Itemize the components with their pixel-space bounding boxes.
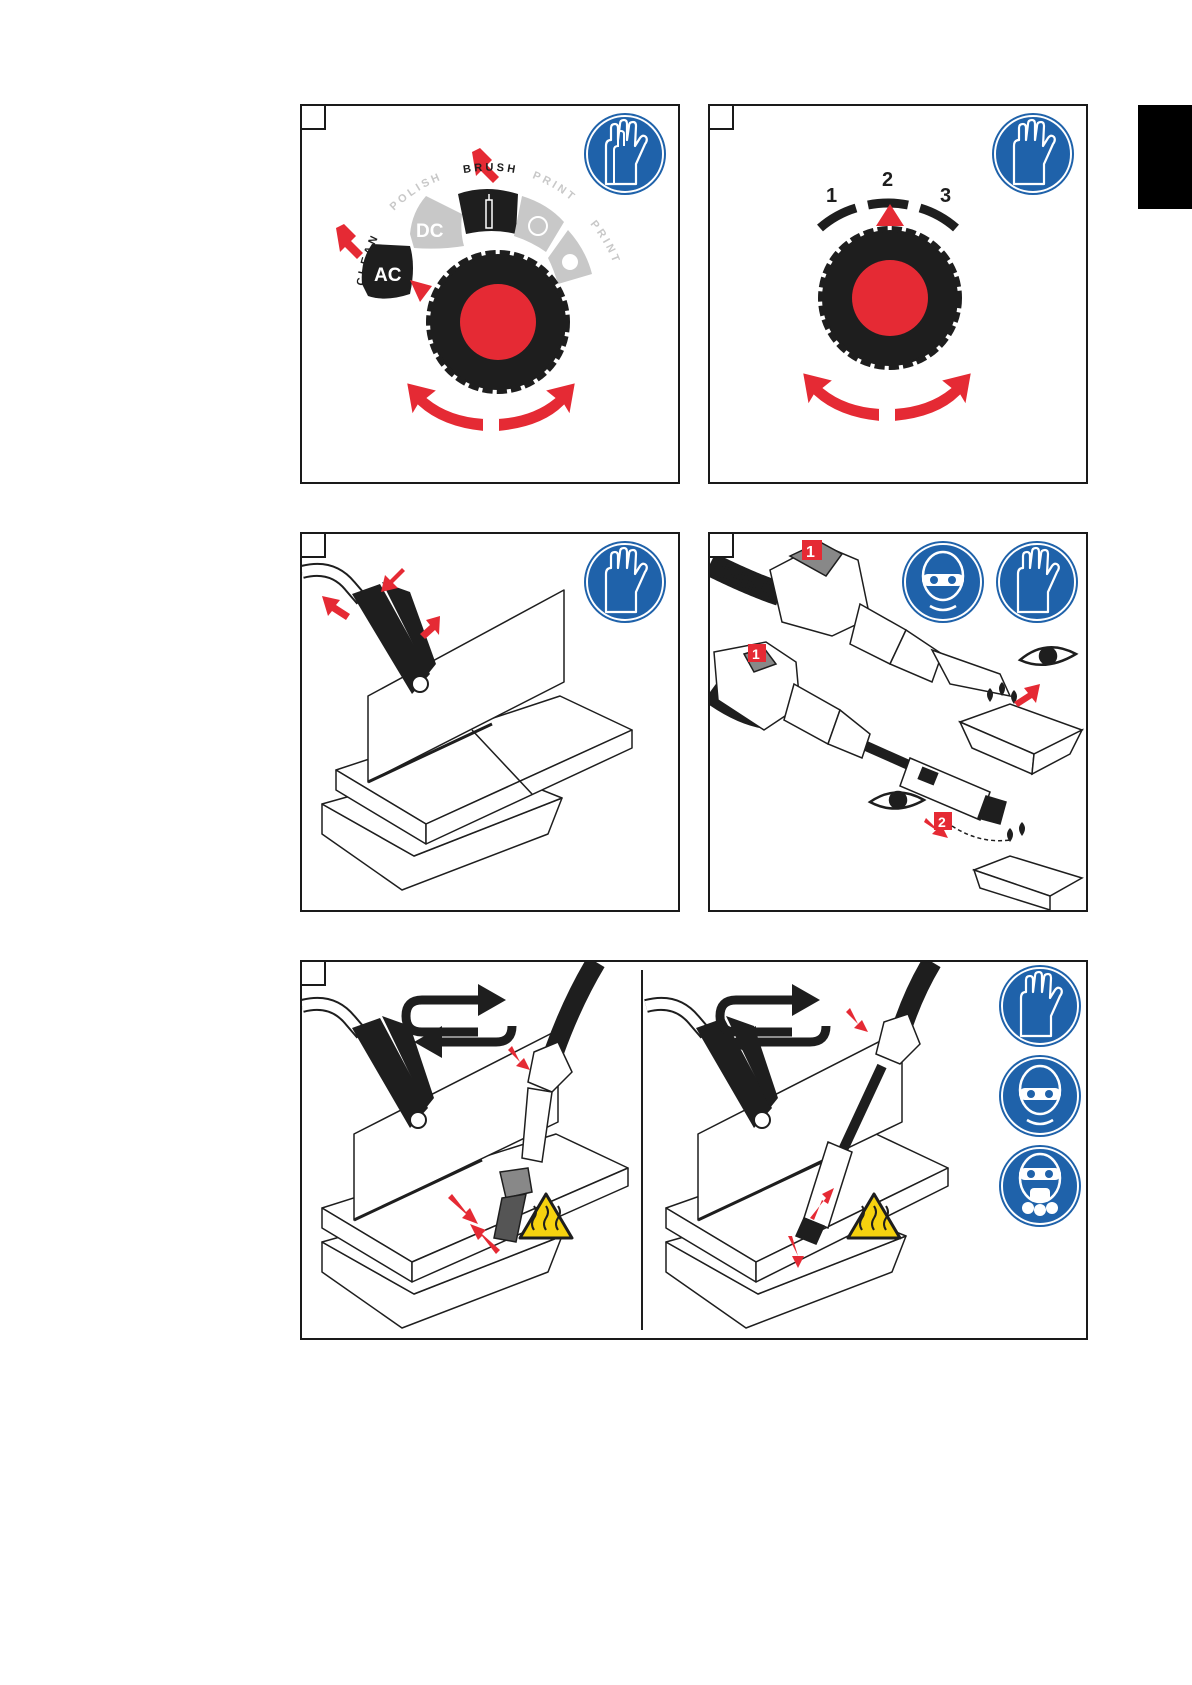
step-number-box <box>710 106 734 130</box>
mode-button-print-outline <box>514 196 564 252</box>
goggles-icon <box>902 541 984 623</box>
mode-button-print-filled <box>548 230 592 284</box>
step-number-box <box>302 962 326 986</box>
rotate-arrows-icon <box>802 372 972 422</box>
level-label-3: 3 <box>940 185 951 207</box>
swap-cycle-icon <box>406 984 512 1058</box>
mode-button-polish: DC <box>410 196 464 249</box>
knob-indicator <box>410 280 432 302</box>
mode-label-print-1: PRINT <box>531 170 579 205</box>
ac-button-label: AC <box>374 265 402 286</box>
gloves-icon <box>584 541 666 623</box>
step-panel-level-selector: 1 2 3 <box>708 104 1088 484</box>
step-marker-1b: 1 <box>748 644 766 662</box>
workpiece-illustration <box>322 590 632 890</box>
gloves-icon <box>996 541 1078 623</box>
step-panel-cleaning <box>300 960 1088 1340</box>
respirator-icon <box>999 1145 1081 1227</box>
goggles-icon <box>999 1055 1081 1137</box>
svg-text:2: 2 <box>938 814 946 830</box>
gloves-icon <box>992 113 1074 195</box>
mode-button-brush <box>458 189 518 234</box>
svg-text:1: 1 <box>806 544 815 561</box>
step-panel-mode-selector: AC DC CLEAN POLISH BRUSH PRINT PRINT <box>300 104 680 484</box>
step-marker-1: 1 <box>802 540 822 561</box>
gloves-icon <box>999 965 1081 1047</box>
ground-clamp-icon <box>302 570 436 694</box>
step-marker-2: 2 <box>934 812 952 830</box>
chapter-tab <box>1138 105 1192 209</box>
step-number-box <box>302 534 326 558</box>
workpiece-illustration-right <box>666 1030 948 1328</box>
ground-clamp-icon <box>646 1004 778 1128</box>
workpiece-illustration-left <box>322 1030 628 1328</box>
mode-label-print-2: PRINT <box>588 218 623 266</box>
level-label-2: 2 <box>882 169 893 191</box>
gloves-icon <box>584 113 666 195</box>
step-number-box <box>710 534 734 558</box>
ground-clamp-icon <box>302 1004 434 1128</box>
dashed-path <box>952 826 1010 841</box>
selector-knob <box>410 254 566 390</box>
selector-knob <box>822 230 958 366</box>
step-panel-attach-clamp <box>300 532 680 912</box>
step-panel-inspect-torch: 1 1 2 <box>708 532 1088 912</box>
svg-text:1: 1 <box>752 646 760 662</box>
level-label-1: 1 <box>826 185 837 207</box>
dc-button-label: DC <box>416 221 444 242</box>
step-number-box <box>302 106 326 130</box>
